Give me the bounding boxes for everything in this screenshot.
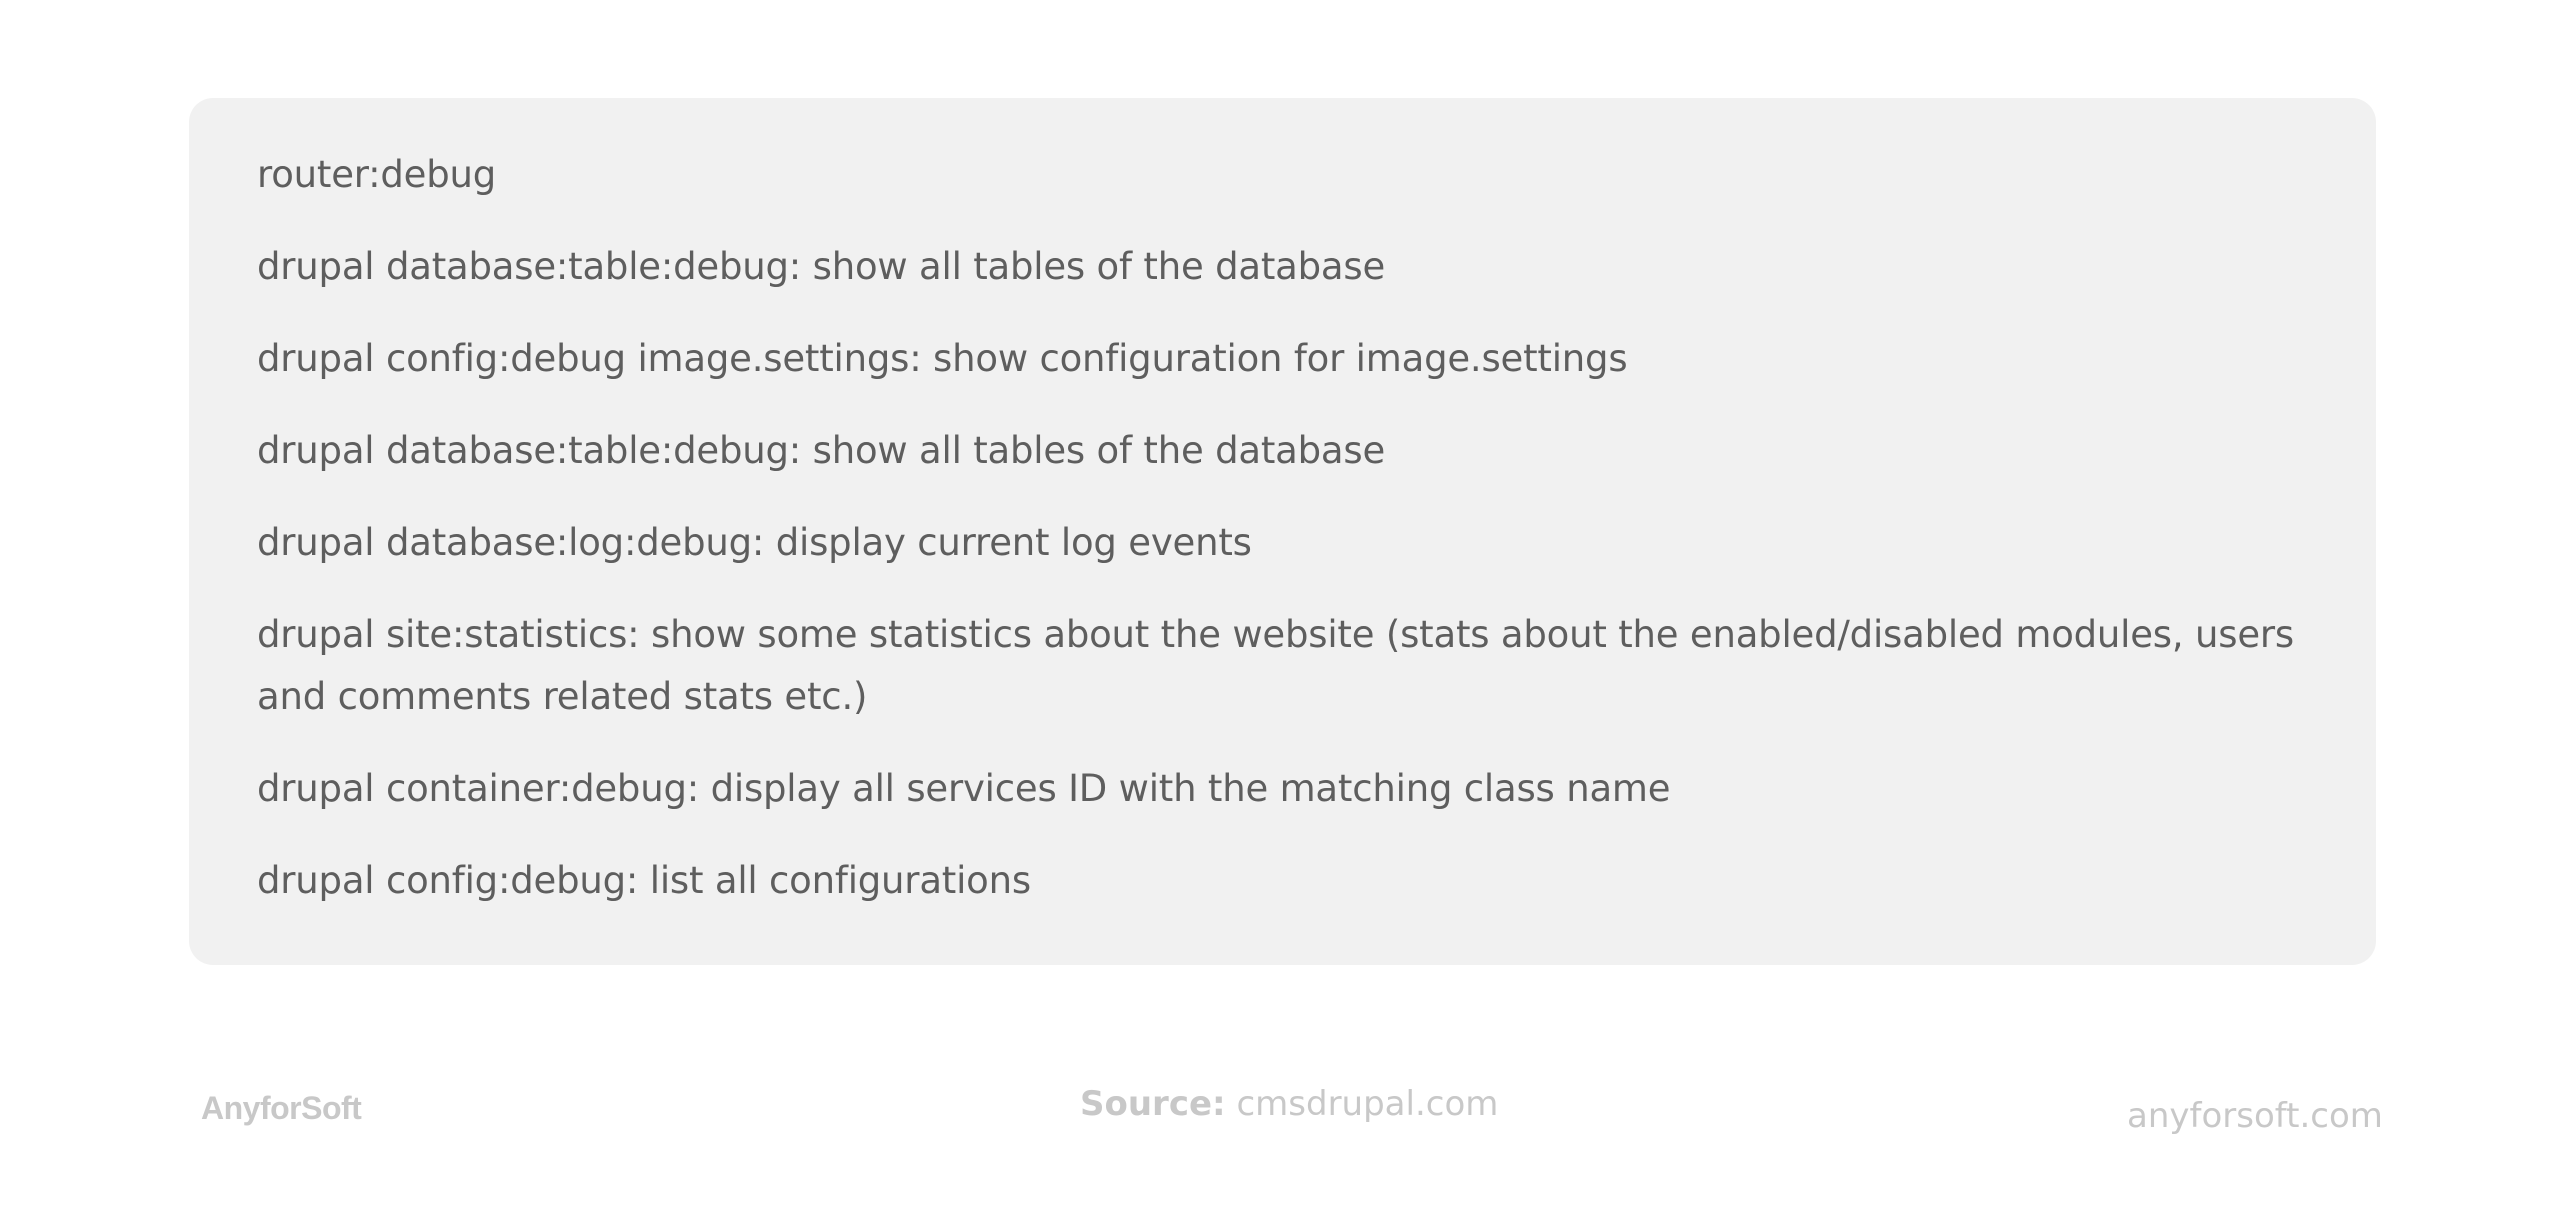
site-url: anyforsoft.com <box>2127 1096 2383 1136</box>
source-value: cmsdrupal.com <box>1236 1084 1499 1124</box>
command-item: drupal database:log:debug: display curre… <box>257 521 1252 564</box>
command-item: drupal database:table:debug: show all ta… <box>257 429 1386 472</box>
command-list-card: router:debug drupal database:table:debug… <box>189 98 2376 965</box>
command-item: drupal config:debug image.settings: show… <box>257 337 1628 380</box>
command-item: drupal site:statistics: show some statis… <box>257 613 2294 718</box>
command-item: drupal config:debug: list all configurat… <box>257 859 1031 902</box>
command-item: drupal database:table:debug: show all ta… <box>257 245 1386 288</box>
source-credit: Source: cmsdrupal.com <box>1080 1084 1498 1124</box>
command-item: drupal container:debug: display all serv… <box>257 767 1671 810</box>
source-label: Source: <box>1080 1084 1226 1124</box>
command-item: router:debug <box>257 153 497 196</box>
brand-logo: AnyforSoft <box>201 1090 362 1126</box>
